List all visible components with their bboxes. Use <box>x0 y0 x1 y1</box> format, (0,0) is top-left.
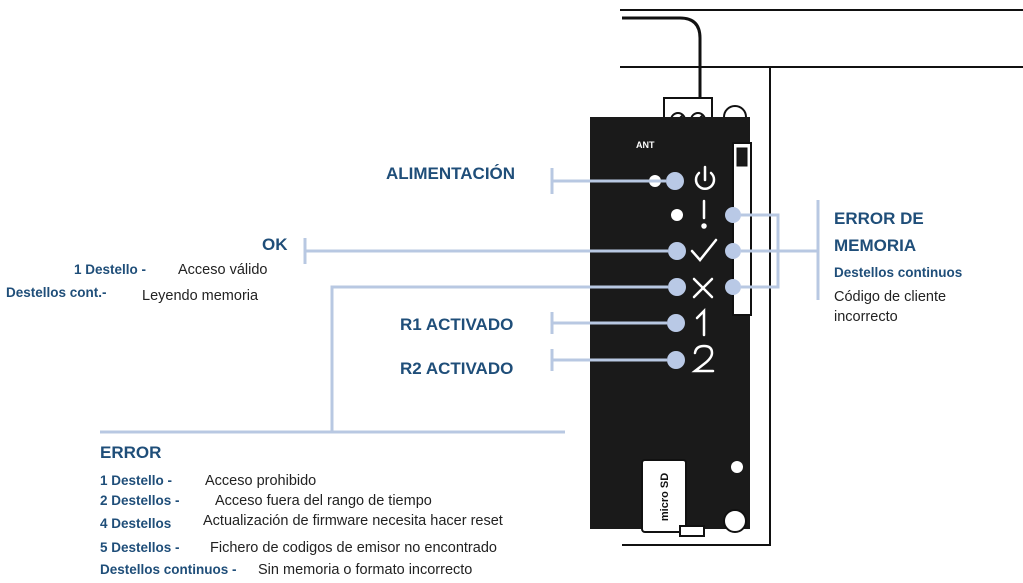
error-item-key: Destellos continuos - <box>100 562 237 577</box>
sd-status-dot <box>731 461 743 473</box>
memory-error-title-line2: MEMORIA <box>834 236 917 255</box>
error-item-key: 1 Destello - <box>100 473 173 488</box>
error-item-text: Acceso fuera del rango de tiempo <box>215 493 432 509</box>
memory-error-desc-line2: incorrecto <box>834 309 898 325</box>
led-memory-dot-1 <box>725 207 741 223</box>
sd-card-label: micro SD <box>659 473 671 521</box>
leader-memory-error <box>741 200 820 300</box>
cross-icon <box>692 277 714 299</box>
led-r2-dot <box>667 351 685 369</box>
sd-slot <box>679 525 705 537</box>
led-error-dot <box>668 278 686 296</box>
ok-line2-text: Leyendo memoria <box>142 288 259 304</box>
leader-error <box>330 285 668 432</box>
error-title: ERROR <box>100 443 162 462</box>
error-item-key: 2 Destellos - <box>100 493 180 508</box>
ok-line2-key: Destellos cont.- <box>6 285 107 300</box>
r2-label: R2 ACTIVADO <box>400 359 514 378</box>
number-one-icon <box>695 307 706 337</box>
micro-sd-card: micro SD <box>641 459 687 533</box>
antenna-cable <box>622 16 702 98</box>
side-connector <box>732 142 752 316</box>
power-label: ALIMENTACIÓN <box>386 164 516 183</box>
memory-error-desc-line1: Código de cliente <box>834 289 947 305</box>
led-memory-dot-3 <box>725 279 741 295</box>
r1-label: R1 ACTIVADO <box>400 315 514 334</box>
error-item-key: 4 Destellos <box>100 516 172 531</box>
error-item-text: Acceso prohibido <box>205 473 317 489</box>
memory-status-dot <box>671 209 683 221</box>
memory-error-subtitle: Destellos continuos <box>834 265 963 280</box>
power-icon <box>694 165 716 190</box>
led-memory-dot-2 <box>725 243 741 259</box>
ok-title: OK <box>262 235 288 254</box>
error-item-text: Actualización de firmware necesita hacer… <box>203 513 503 529</box>
mounting-hole-bottom <box>723 509 747 533</box>
memory-error-title-line1: ERROR DE <box>834 209 924 228</box>
ok-line1-text: Acceso válido <box>178 262 268 278</box>
error-item-text: Sin memoria o formato incorrecto <box>258 562 473 578</box>
error-item-key: 5 Destellos - <box>100 540 180 555</box>
check-icon <box>690 238 718 262</box>
led-power-dot <box>666 172 684 190</box>
exclamation-icon <box>701 199 707 229</box>
antenna-label: ANT <box>636 140 655 150</box>
ok-line1-key: 1 Destello - <box>74 262 147 277</box>
number-two-icon <box>691 344 715 373</box>
enclosure <box>620 9 1023 546</box>
led-r1-dot <box>667 314 685 332</box>
error-item-text: Fichero de codigos de emisor no encontra… <box>210 540 497 556</box>
led-ok-dot <box>668 242 686 260</box>
